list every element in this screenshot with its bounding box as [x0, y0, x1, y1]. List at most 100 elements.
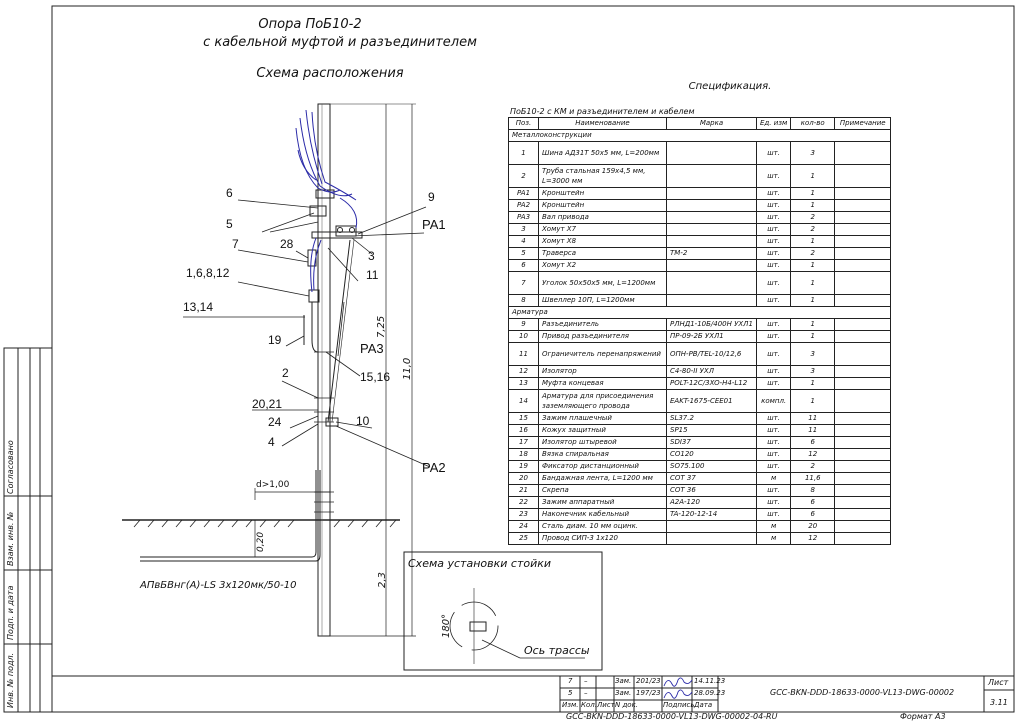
dim-725: 7,25 [376, 315, 387, 338]
spec-cell-mark: SL37.2 [666, 412, 757, 425]
spec-cell-pos: 21 [508, 484, 539, 497]
spec-cell-note [834, 141, 892, 165]
spec-cell-qty: 12 [790, 532, 836, 545]
col-name: Наименование [538, 117, 667, 130]
spec-cell-unit: м [755, 520, 792, 533]
spec-cell-note [834, 330, 892, 343]
spec-cell-mark: С4-80-II УХЛ [666, 365, 757, 378]
spec-cell-note [834, 187, 892, 200]
col-pos: Поз. [508, 117, 539, 130]
callout-10: 10 [356, 414, 370, 428]
side-inv-orig: Инв. № подл. [6, 652, 15, 708]
callout-11: 11 [366, 268, 379, 282]
spec-cell-unit: шт. [755, 199, 792, 212]
spec-cell-qty: 1 [790, 294, 836, 307]
spec-cell-pos: PA2 [508, 199, 539, 212]
spec-cell-pos: 15 [508, 412, 539, 425]
spec-cell-name: Хомут Х7 [538, 223, 667, 236]
callout-9: 9 [428, 190, 435, 204]
spec-cell-unit: шт. [755, 365, 792, 378]
stamp-r2-doc: Зам. [615, 689, 632, 697]
spec-cell-qty: 11 [790, 412, 836, 425]
spec-cell-note [834, 211, 892, 224]
spec-cell-note [834, 532, 892, 545]
spec-cell-note [834, 259, 892, 272]
spec-cell-qty: 20 [790, 520, 836, 533]
spec-cell-unit: шт. [755, 318, 792, 331]
stamp-h-doc: N док. [615, 701, 639, 709]
spec-cell-mark [666, 520, 757, 533]
spec-cell-unit: шт. [755, 412, 792, 425]
spec-cell-name: Арматура для присоединения заземляющего … [538, 389, 667, 413]
spec-cell-pos: 22 [508, 496, 539, 509]
spec-cell-pos: 17 [508, 436, 539, 449]
spec-cell-note [834, 377, 892, 390]
spec-cell-note [834, 318, 892, 331]
spec-cell-qty: 6 [790, 508, 836, 521]
spec-cell-mark: POLT-12C/3XO-H4-L12 [666, 377, 757, 390]
spec-cell-unit: шт. [755, 271, 792, 295]
spec-cell-mark: EAKT-1675-CEE01 [666, 389, 757, 413]
spec-cell-name: Наконечник кабельный [538, 508, 667, 521]
stamp-h-sheet: Лист [597, 701, 615, 709]
spec-cell-pos: 19 [508, 460, 539, 473]
spec-cell-qty: 2 [790, 247, 836, 260]
spec-cell-note [834, 496, 892, 509]
spec-caption: Спецификация. [688, 81, 772, 92]
spec-cell-qty: 6 [790, 496, 836, 509]
col-qty: кол-во [790, 117, 836, 130]
spec-cell-qty: 11 [790, 424, 836, 437]
col-unit: Ед. изм [755, 117, 792, 130]
spec-cell-name: Зажим аппаратный [538, 496, 667, 509]
spec-section-row: Арматура [507, 306, 892, 319]
spec-cell-name: Привод разъединителя [538, 330, 667, 343]
spec-cell-mark: COT 36 [666, 484, 757, 497]
spec-cell-note [834, 271, 892, 295]
spec-cell-unit: шт. [755, 247, 792, 260]
drawing-title: Опора ПоБ10-2 [258, 17, 362, 32]
spec-cell-mark: ТМ-2 [666, 247, 757, 260]
spec-header-row: Поз. Наименование Марка Ед. изм кол-во П… [508, 117, 892, 130]
spec-cell-mark: COT 37 [666, 472, 757, 485]
spec-cell-pos: 24 [508, 520, 539, 533]
spec-cell-unit: шт. [755, 448, 792, 461]
spec-cell-pos: 5 [508, 247, 539, 260]
callout-28: 28 [280, 237, 294, 251]
inset-title: Схема установки стойки [408, 557, 552, 570]
side-agreed: Согласовано [6, 440, 15, 494]
spec-cell-qty: 11,6 [790, 472, 836, 485]
spec-cell-pos: PA3 [508, 211, 539, 224]
spec-cell-pos: 23 [508, 508, 539, 521]
spec-cell-mark: TA-120-12-14 [666, 508, 757, 521]
spec-cell-unit: шт. [755, 436, 792, 449]
callout-7: 7 [232, 237, 239, 251]
spec-cell-mark [666, 211, 757, 224]
bottom-code: GCC-BKN-DDD-18633-0000-VL13-DWG-00002-04… [566, 712, 778, 721]
spec-cell-qty: 1 [790, 164, 836, 188]
callout-pa3: PA3 [360, 341, 384, 356]
spec-cell-qty: 2 [790, 460, 836, 473]
spec-cell-pos: 9 [508, 318, 539, 331]
spec-cell-qty: 1 [790, 389, 836, 413]
spec-cell-unit: шт. [755, 187, 792, 200]
spec-cell-qty: 1 [790, 199, 836, 212]
callout-5: 5 [226, 217, 233, 231]
spec-cell-unit: шт. [755, 211, 792, 224]
spec-cell-pos: 6 [508, 259, 539, 272]
spec-cell-unit: шт. [755, 164, 792, 188]
spec-cell-name: Провод СИП-3 1х120 [538, 532, 667, 545]
spec-cell-note [834, 199, 892, 212]
spec-cell-note [834, 365, 892, 378]
spec-cell-unit: шт. [755, 141, 792, 165]
side-inv-replace: Взам. инв. № [6, 511, 15, 566]
